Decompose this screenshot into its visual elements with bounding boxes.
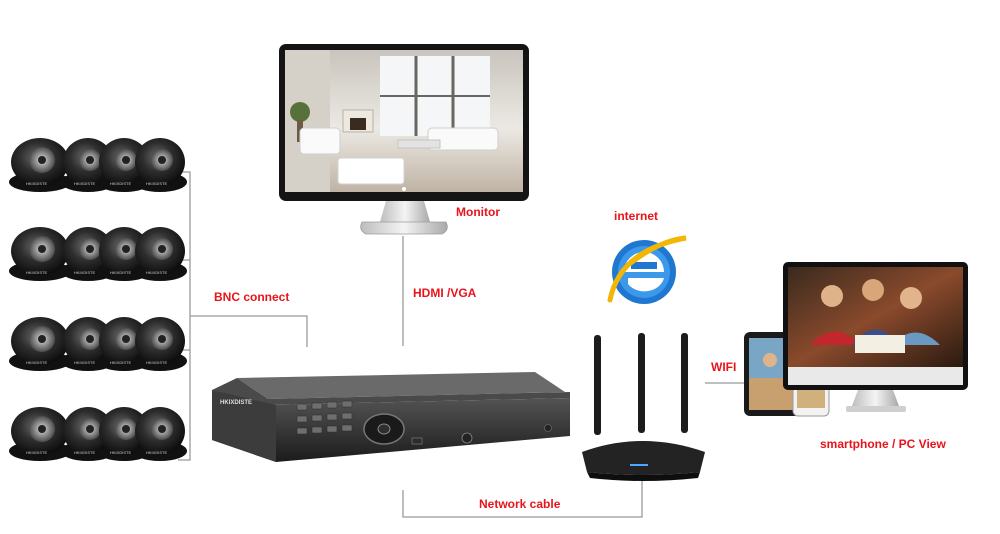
bnc-to-dvr-line [190,315,308,347]
connection-lines [178,171,745,518]
dome-camera-icon: HKIXDISTE [9,317,71,371]
camera-brand: HKIXDISTE [26,360,47,365]
monitor-label: Monitor [456,205,500,219]
dome-camera-icon: HKIXDISTE [9,227,71,281]
dome-camera-icon: HKIXDISTE [133,227,187,281]
camera-brand: HKIXDISTE [146,181,167,186]
internet-explorer-icon [607,235,687,304]
remote-view-label: smartphone / PC View [820,437,946,451]
camera-brand: HKIXDISTE [146,270,167,275]
camera-brand: HKIXDISTE [146,450,167,455]
monitor-icon [279,44,529,235]
dome-camera-icon: HKIXDISTE [133,407,187,461]
camera-brand: HKIXDISTE [74,270,95,275]
camera-brand: HKIXDISTE [110,181,131,186]
dome-camera-icon: HKIXDISTE [9,138,71,192]
dvr-brand: HKIXDISTE [220,400,252,406]
camera-brand: HKIXDISTE [74,450,95,455]
router-icon [582,333,705,481]
camera-brand: HKIXDISTE [146,360,167,365]
dvr-icon: HKIXDISTE [212,372,570,462]
dome-camera-icon: HKIXDISTE [9,407,71,461]
dome-camera-grid: HKIXDISTE HKIXDISTE HKIXDISTE HKIXDISTE HKIX… [9,138,187,461]
pc-monitor-icon [783,262,968,412]
camera-brand: HKIXDISTE [74,360,95,365]
dome-camera-icon: HKIXDISTE [133,317,187,371]
internet-label: internet [614,209,659,223]
dome-camera-icon: HKIXDISTE [133,138,187,192]
dome-camera-icon: HKIXDISTE [61,407,115,461]
wifi-label: WIFI [711,360,737,374]
camera-brand: HKIXDISTE [26,181,47,186]
camera-brand: HKIXDISTE [110,270,131,275]
camera-brand: HKIXDISTE [26,270,47,275]
camera-brand: HKIXDISTE [74,181,95,186]
camera-brand: HKIXDISTE [110,360,131,365]
camera-brand: HKIXDISTE [110,450,131,455]
camera-brand: HKIXDISTE [26,450,47,455]
network-cable-line [402,478,643,518]
bnc-connect-label: BNC connect [214,290,290,304]
hdmi-vga-label: HDMI /VGA [413,286,477,300]
dome-camera-icon: HKIXDISTE [61,317,115,371]
network-cable-label: Network cable [479,497,561,511]
